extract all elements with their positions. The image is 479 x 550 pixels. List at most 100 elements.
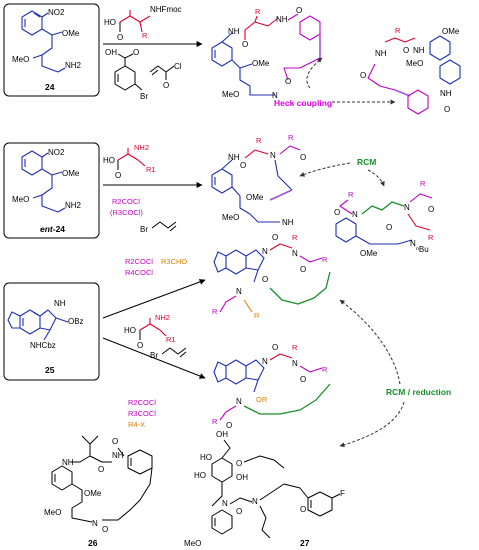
svg-text:O: O xyxy=(300,375,306,384)
svg-text:MeO: MeO xyxy=(184,539,201,548)
svg-text:O: O xyxy=(285,77,291,86)
reagent-o3-label: O xyxy=(163,81,169,90)
svg-text:MeO: MeO xyxy=(222,213,239,222)
row3-upper-reaction-arrow xyxy=(102,279,206,319)
ent24-nitro-label: NO2 xyxy=(48,148,65,157)
svg-text:NH: NH xyxy=(375,49,387,58)
compound-24-nh2-label: NH2 xyxy=(65,61,82,70)
svg-text:O: O xyxy=(296,6,302,15)
row3-lower-alkylating-agent: R4-X xyxy=(128,420,145,429)
svg-text:N: N xyxy=(292,359,298,368)
svg-text:N: N xyxy=(236,397,242,406)
svg-text:O: O xyxy=(272,233,278,242)
svg-text:N: N xyxy=(262,247,268,256)
row1-reagent-fmoc-amino-acid: NHFmoc HO O R xyxy=(104,5,182,42)
svg-text:R: R xyxy=(292,343,298,352)
svg-text:O: O xyxy=(403,46,409,55)
svg-text:O: O xyxy=(112,437,118,446)
rcm-reduction-label: RCM / reduction xyxy=(386,387,451,397)
svg-text:O: O xyxy=(242,40,248,49)
ent24-ome-label: OMe xyxy=(62,169,80,178)
rcm-reduction-arrow-down xyxy=(339,401,405,448)
svg-text:O: O xyxy=(360,71,366,80)
svg-text:N: N xyxy=(410,239,416,248)
row3-upper-product: N R O N R O O N R R xyxy=(212,233,331,320)
row3-reagent-amino-acid: NH2 HO O R1 xyxy=(124,313,176,350)
row2-nh2-label: NH2 xyxy=(134,143,149,152)
svg-text:N: N xyxy=(222,499,228,508)
svg-text:R: R xyxy=(256,136,262,145)
ent24-meo-label: MeO xyxy=(12,195,29,204)
svg-text:R: R xyxy=(254,311,260,320)
row1-product: OMe MeO NH R O NH O O N xyxy=(211,6,321,100)
svg-text:O: O xyxy=(272,343,278,352)
rcm-label: RCM xyxy=(357,157,376,167)
svg-text:R: R xyxy=(420,179,426,188)
svg-text:NH: NH xyxy=(228,153,240,162)
svg-text:NH: NH xyxy=(112,451,124,460)
reagent-cl-label: Cl xyxy=(174,62,182,71)
heck-product-structure: R O NH NH OMe MeO O NH O xyxy=(360,26,461,115)
svg-text:O: O xyxy=(236,507,242,516)
row3-lower-product: N R O N R O OR N R O xyxy=(212,343,331,430)
row3-r1-label: R1 xyxy=(166,335,176,344)
compound-27-number: 27 xyxy=(300,538,310,548)
svg-text:N: N xyxy=(252,497,258,506)
row3-ho-label: HO xyxy=(124,326,136,335)
row1-reagent-acryloyl-chloride: O Cl xyxy=(149,62,182,90)
row3-lower-acyl-chloride-2: R3COCl xyxy=(128,409,156,418)
ent24-nh2-label: NH2 xyxy=(65,201,82,210)
reagent-nhfmoc-label: NHFmoc xyxy=(150,5,182,14)
svg-text:O: O xyxy=(428,205,434,214)
svg-text:OMe: OMe xyxy=(360,249,378,258)
heck-coupling-label: Heck coupling xyxy=(274,98,332,108)
svg-text:N: N xyxy=(404,203,410,212)
svg-text:N: N xyxy=(92,519,98,528)
row3-reagent-allyl-bromide: Br xyxy=(150,347,187,360)
row2-ho-label: HO xyxy=(103,156,115,165)
compound-24-number: 24 xyxy=(45,82,55,92)
svg-text:O: O xyxy=(98,465,104,474)
reagent-br-label: Br xyxy=(140,92,148,101)
row3-br-label: Br xyxy=(150,351,158,360)
svg-text:NH: NH xyxy=(228,27,240,36)
svg-text:O: O xyxy=(444,105,450,114)
row2-acyl-chloride-1: R2COCl xyxy=(112,197,140,206)
row3-nh2-label: NH2 xyxy=(155,313,170,322)
svg-text:HO: HO xyxy=(200,453,212,462)
row3-lower-reaction-arrow xyxy=(102,337,206,379)
svg-text:MeO: MeO xyxy=(44,508,61,517)
rcm-precursor-structure: R O N N R O R O OMe N ⁿBu xyxy=(334,179,434,258)
svg-text:OMe: OMe xyxy=(84,489,102,498)
svg-text:NH: NH xyxy=(440,89,452,98)
compound-24-meo-label: MeO xyxy=(12,55,29,64)
svg-text:R: R xyxy=(255,7,261,16)
row1-reagent-bromobenzoic-acid: OH O Br xyxy=(105,48,148,101)
reagent-r-label: R xyxy=(142,31,148,40)
svg-text:OR: OR xyxy=(256,395,268,404)
svg-text:NH: NH xyxy=(62,458,74,467)
rcm-arrow-to-precursor xyxy=(367,169,385,187)
svg-text:N: N xyxy=(272,91,278,100)
svg-text:O: O xyxy=(334,208,340,217)
svg-text:MeO: MeO xyxy=(222,90,239,99)
svg-text:MeO: MeO xyxy=(406,59,423,68)
svg-text:O: O xyxy=(386,223,392,232)
svg-text:OMe: OMe xyxy=(246,193,264,202)
row3-o-label: O xyxy=(137,341,143,350)
svg-text:O: O xyxy=(226,421,232,430)
svg-text:R: R xyxy=(288,133,294,142)
row2-reagent-allyl-bromide: Br xyxy=(140,221,177,234)
row2-br-label: Br xyxy=(140,225,148,234)
row2-reagent-amino-acid: NH2 HO O R1 xyxy=(103,143,156,180)
svg-text:NH: NH xyxy=(282,218,294,227)
svg-text:R: R xyxy=(395,26,401,35)
svg-text:R: R xyxy=(212,307,218,316)
compound-27-structure: OH HO O HO OH N O N O F MeO 27 xyxy=(184,430,345,548)
svg-text:R: R xyxy=(428,233,434,242)
svg-text:O: O xyxy=(300,153,306,162)
svg-text:N: N xyxy=(270,151,276,160)
svg-text:OH: OH xyxy=(236,473,248,482)
reagent-ho-label: HO xyxy=(104,18,116,27)
row2-r1-label: R1 xyxy=(146,165,156,174)
